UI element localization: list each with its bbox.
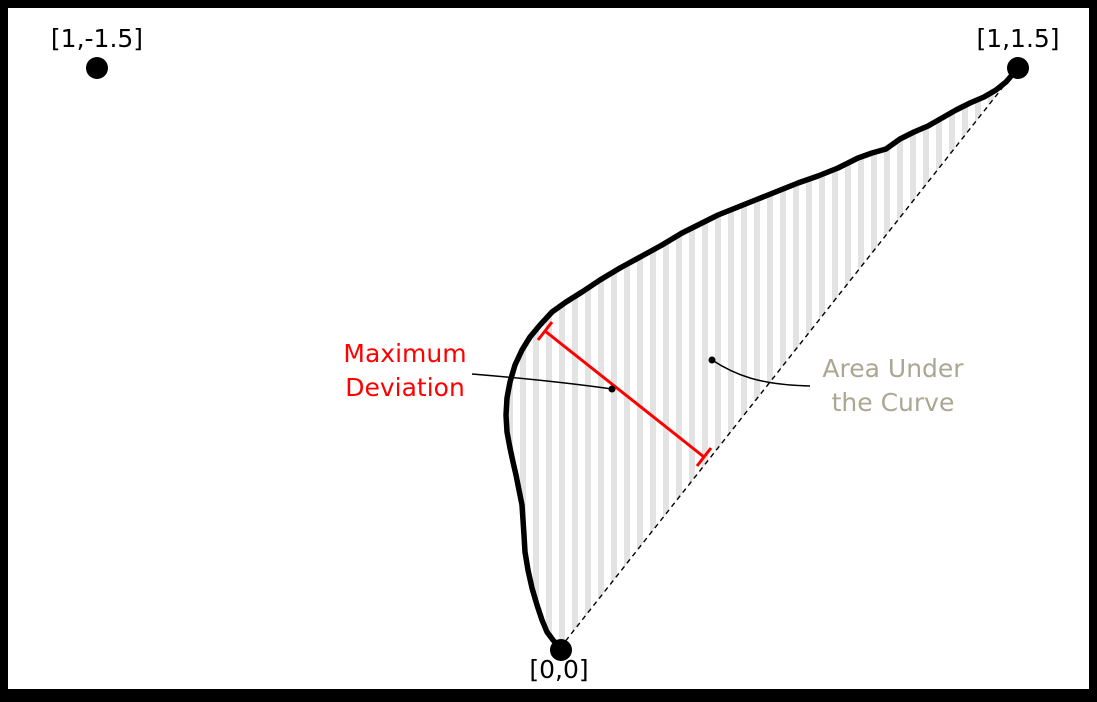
max-deviation-cap-top (536, 321, 554, 341)
point-marker-origin (550, 639, 572, 661)
roc-curve (503, 65, 1021, 651)
area-label-line2: the Curve (832, 388, 955, 417)
max-deviation-cap-bottom (695, 447, 713, 467)
max-deviation-line (544, 329, 705, 459)
area-leader-dot (708, 356, 716, 364)
point-marker-top-right (1007, 57, 1029, 79)
diagonal-dashed-line (559, 67, 1019, 649)
label-origin: [0,0] (529, 655, 588, 684)
label-top-right: [1,1.5] (976, 24, 1059, 53)
deviation-leader-dot (608, 385, 616, 393)
deviation-leader-line (471, 373, 613, 390)
deviation-label-line2: Deviation (345, 373, 465, 402)
label-top-left: [1,-1.5] (51, 24, 143, 53)
point-marker-top-left (86, 57, 108, 79)
area-label-line1: Area Under (822, 354, 964, 383)
area-leader-line (711, 359, 811, 387)
deviation-label-line1: Maximum (343, 339, 466, 368)
